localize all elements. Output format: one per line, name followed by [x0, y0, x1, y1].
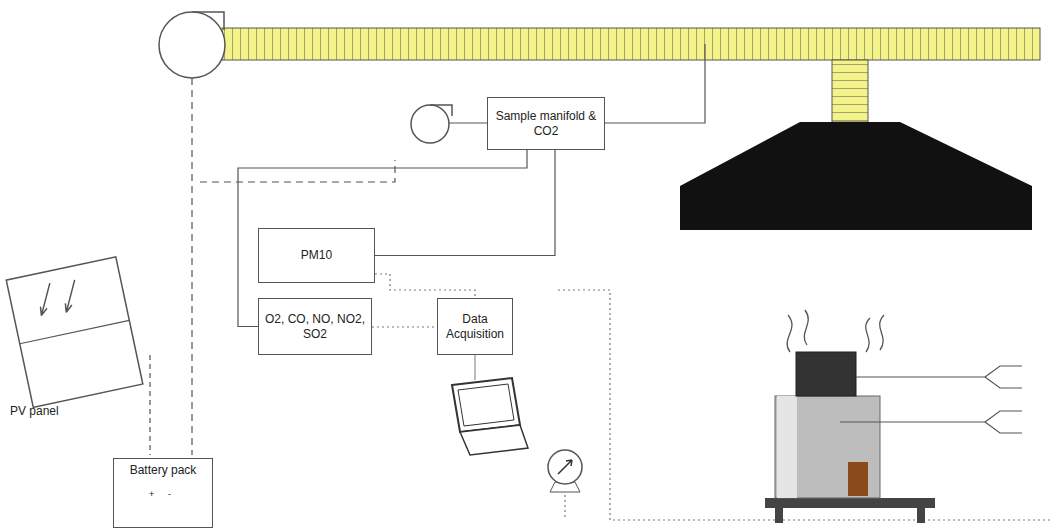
box-label: O2, CO, NO, NO2, SO2	[264, 312, 366, 341]
manifold-box: Sample manifold & CO2	[487, 97, 605, 150]
laptop-cable	[475, 355, 476, 380]
box-label: Battery pack	[130, 463, 197, 477]
pv-panel	[6, 257, 143, 407]
laptop	[452, 378, 528, 455]
battery-box: Battery pack	[113, 458, 213, 528]
sample-pump	[411, 105, 487, 143]
analyser-box: PM10	[258, 228, 375, 283]
flow-gauge	[548, 450, 582, 492]
box-label: PM10	[301, 248, 332, 262]
power-wire	[149, 355, 150, 455]
power-wire	[191, 78, 192, 455]
part-label: PV panel	[10, 404, 59, 418]
box-label: Data Acquisition	[443, 312, 507, 341]
exhaust-duct	[222, 28, 1040, 60]
connector	[375, 150, 555, 256]
box-label: Sample manifold & CO2	[493, 109, 599, 138]
analyser-box: O2, CO, NO, NO2, SO2	[258, 298, 372, 355]
terminal-sign: -	[168, 489, 171, 499]
extraction-fan	[159, 12, 225, 78]
connector	[375, 274, 475, 298]
exhaust-hood	[680, 122, 1032, 230]
connector	[372, 326, 437, 327]
hood-duct	[832, 60, 868, 122]
terminal-sign: +	[149, 489, 154, 499]
signal-wire	[558, 290, 1050, 520]
power-wire	[200, 160, 395, 182]
process-box: Data Acquisition	[437, 298, 513, 355]
sample-line	[605, 44, 705, 123]
cookstove-on-scale	[765, 310, 1022, 523]
